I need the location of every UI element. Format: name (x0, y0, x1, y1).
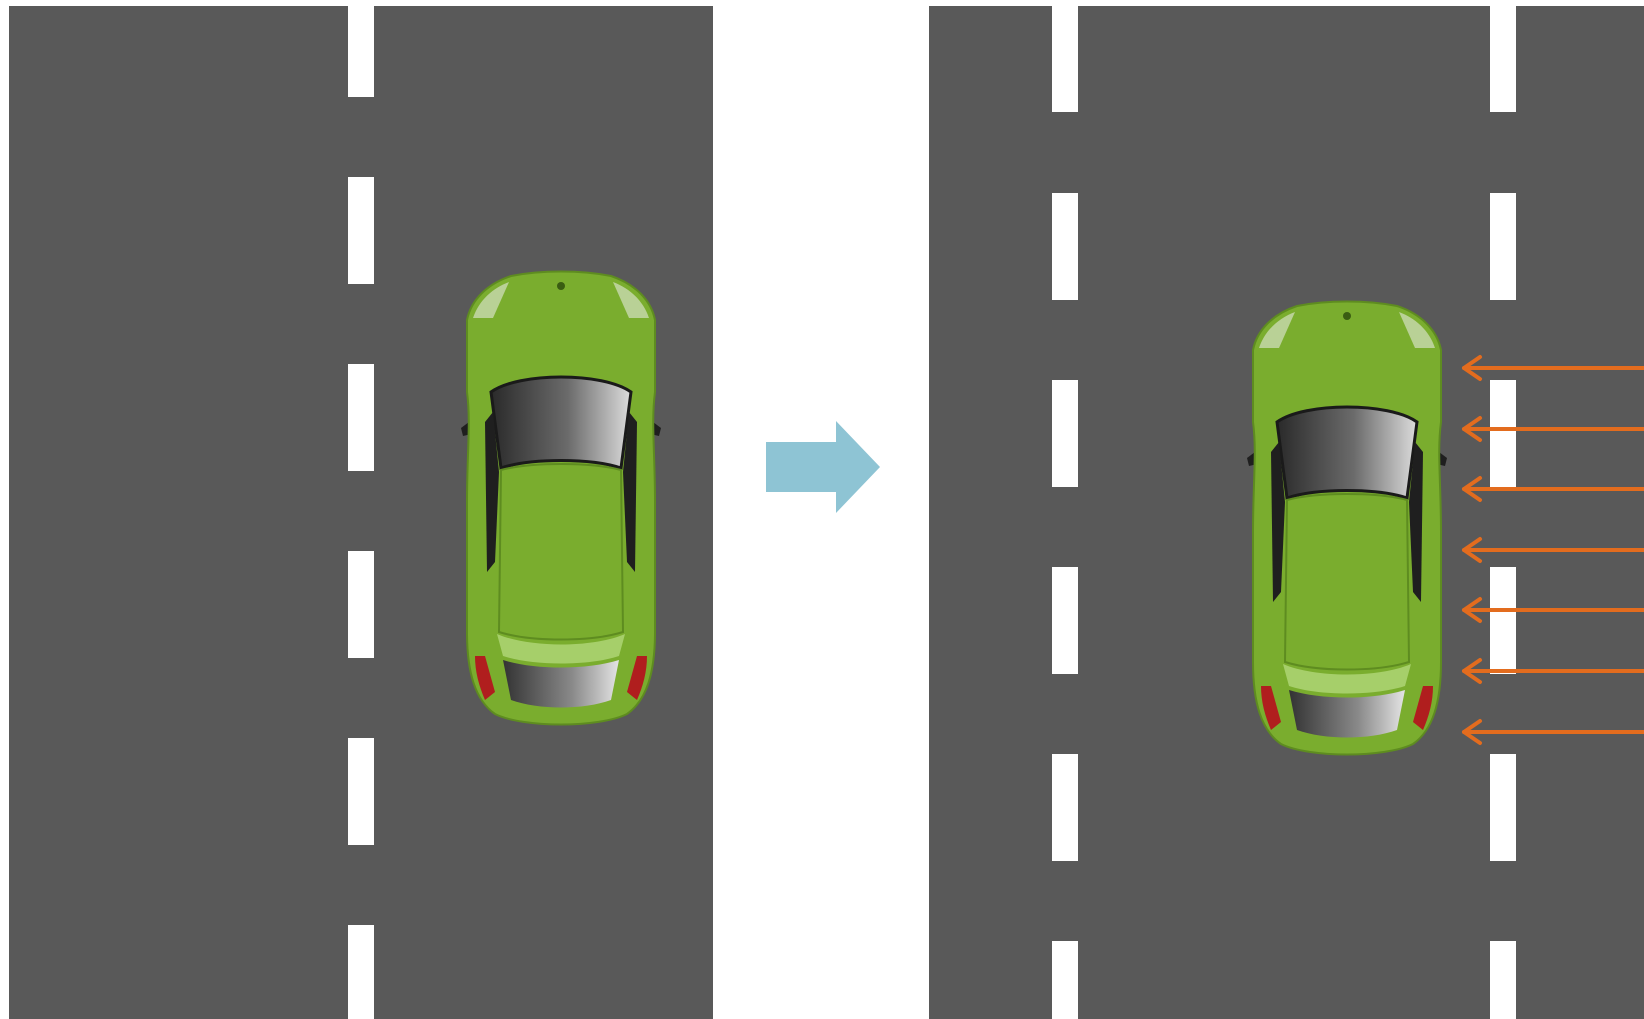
lane-dash (1490, 567, 1516, 674)
lane-dash (348, 364, 374, 471)
lane-dash (348, 925, 374, 1019)
lane-dash (1490, 941, 1516, 1019)
right-arrow-icon (766, 421, 880, 513)
lane-dash (1052, 193, 1078, 300)
lane-dash (348, 6, 374, 97)
lane-dash (1052, 941, 1078, 1019)
lane-dash (1490, 6, 1516, 112)
before-panel (9, 6, 713, 1019)
lane-dash (1490, 754, 1516, 861)
lane-dash (1052, 6, 1078, 112)
lane-dash (1490, 193, 1516, 300)
lane-dash (1052, 567, 1078, 674)
after-panel (929, 6, 1644, 1019)
lane-dash (348, 738, 374, 845)
lane-dash (1490, 380, 1516, 487)
lane-dash (1052, 380, 1078, 487)
lane-dash (1052, 754, 1078, 861)
green-car-top-view-icon (1247, 302, 1447, 755)
lane-dash (348, 551, 374, 658)
green-car-top-view-icon (461, 272, 661, 725)
lane-dash (348, 177, 374, 284)
